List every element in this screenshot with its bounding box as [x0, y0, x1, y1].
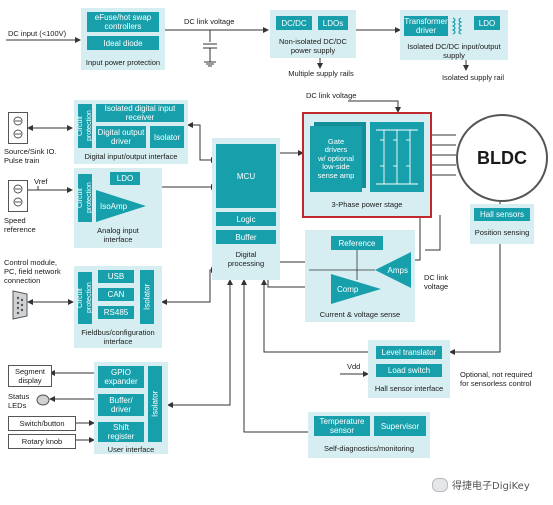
speed-reference-label: Speed reference [4, 216, 36, 234]
supervisor-block: Supervisor [374, 416, 426, 436]
non-isolated-supply-title: Non-isolated DC/DC power supply [279, 37, 347, 55]
buffer-block: Buffer [216, 230, 276, 244]
source-sink-label: Source/Sink IO. Pulse train [4, 147, 57, 165]
multiple-supply-rails-label: Multiple supply rails [288, 69, 354, 78]
chat-bubble-icon [432, 477, 448, 492]
shift-register-block: Shift register [98, 422, 144, 442]
db9-connector-icon [12, 290, 28, 320]
power-stage-title: 3-Phase power stage [331, 200, 403, 209]
diag-title: Self-diagnostics/monitoring [323, 444, 415, 453]
isolated-supply-title: Isolated DC/DC input/output supply [407, 42, 501, 60]
ui-isolator-block: Isolator [148, 366, 162, 442]
user-interface-panel: GPIO expander Buffer/ driver Shift regis… [94, 362, 168, 454]
dp-title: Digital processing [227, 250, 265, 268]
segment-display-box: Segment display [8, 365, 52, 387]
current-voltage-sense-panel: Reference Amps Comp Current & voltage se… [305, 230, 415, 322]
isoamp-block: IsoAmp [96, 190, 146, 222]
led-icon [36, 394, 50, 406]
transformer-icon [451, 17, 463, 35]
digital-output-driver-block: Digital output driver [96, 126, 146, 148]
bldc-motor: BLDC [456, 114, 548, 202]
logic-block: Logic [216, 212, 276, 226]
status-leds-label: Status LEDs [8, 392, 30, 410]
digital-io-panel: Circuit protection Isolated digital inpu… [74, 100, 188, 164]
gate-drivers-block: Gate drivers w/ optional low-side sense … [310, 126, 362, 192]
switch-matrix-block [370, 122, 424, 192]
dc-link-voltage-top-label: DC link voltage [184, 17, 235, 26]
position-sensing-panel: Hall sensors Position sensing [470, 204, 534, 244]
transformer-driver-block: Transformer driver [404, 16, 448, 36]
buffer-driver-block: Buffer/ driver [98, 394, 144, 416]
vref-label: Vref [34, 177, 48, 186]
optional-note: Optional, not required for sensorless co… [460, 370, 533, 388]
fieldbus-title: Fieldbus/configuration interface [81, 328, 155, 346]
analog-title: Analog input interface [97, 226, 139, 244]
efuse-block: eFuse/hot swap controllers [87, 12, 159, 32]
cvs-title: Current & voltage sense [319, 310, 401, 319]
rs485-block: RS485 [98, 306, 134, 319]
dio-title: Digital input/output interface [84, 152, 178, 161]
load-switch-block: Load switch [376, 364, 442, 377]
hsi-title: Hall sensor interface [374, 384, 444, 393]
switch-button-box: Switch/button [8, 416, 76, 431]
mosfet-bridge-icon [376, 129, 418, 185]
reference-block: Reference [331, 236, 383, 250]
hall-sensor-interface-panel: Level translator Load switch Hall sensor… [368, 340, 450, 398]
input-power-protection-panel: eFuse/hot swap controllers Ideal diode I… [81, 8, 165, 70]
watermark-text: 得捷电子DigiKey [452, 481, 530, 492]
temperature-sensor-block: Temperature sensor [314, 416, 370, 436]
bldc-label: BLDC [477, 147, 527, 168]
ui-title: User interface [107, 445, 155, 454]
fieldbus-panel: Circuit protection USB CAN RS485 Isolato… [74, 266, 162, 348]
isolated-ldo-block: LDO [474, 16, 500, 30]
non-isolated-supply-panel: DC/DC LDOs Non-isolated DC/DC power supp… [270, 10, 356, 58]
power-stage-highlight: Gate drivers w/ optional low-side sense … [302, 112, 432, 218]
isolated-input-receiver-block: Isolated digital input receiver [96, 104, 184, 122]
digital-processing-panel: MCU Logic Buffer Digital processing [212, 138, 280, 280]
input-power-protection-title: Input power protection [85, 58, 161, 67]
control-module-label: Control module, PC, field network connec… [4, 258, 61, 285]
analog-ldo-block: LDO [110, 172, 140, 185]
position-sensing-title: Position sensing [474, 228, 530, 237]
dcdc-block: DC/DC [276, 16, 312, 30]
self-diagnostics-panel: Temperature sensor Supervisor Self-diagn… [308, 412, 430, 458]
can-block: CAN [98, 288, 134, 301]
analog-circuit-protection-block: Circuit protection [77, 174, 93, 222]
fieldbus-isolator-block: Isolator [140, 270, 154, 324]
mcu-block: MCU [216, 144, 276, 208]
level-translator-block: Level translator [376, 346, 442, 359]
watermark: 得捷电子DigiKey [432, 477, 530, 492]
rotary-knob-box: Rotary knob [8, 434, 76, 449]
dio-isolator-block: Isolator [150, 126, 184, 148]
dc-link-voltage-stage-label: DC link voltage [306, 91, 357, 100]
gpio-expander-block: GPIO expander [98, 366, 144, 388]
dc-link-voltage-sense-label: DC link voltage [424, 273, 449, 291]
dio-circuit-protection-block: Circuit protection [77, 104, 93, 148]
hall-sensors-block: Hall sensors [474, 208, 530, 221]
terminal-block-icon [8, 112, 28, 144]
dc-input-label: DC input (<100V) [8, 29, 67, 38]
usb-block: USB [98, 270, 134, 283]
sense-wires [309, 250, 375, 280]
vdd-label: Vdd [347, 362, 361, 371]
isolated-supply-panel: Transformer driver LDO Isolated DC/DC in… [400, 10, 508, 60]
fieldbus-circuit-protection-block: Circuit protection [77, 272, 93, 324]
isolated-supply-rail-label: Isolated supply rail [441, 73, 505, 82]
analog-input-panel: Circuit protection LDO IsoAmp Analog inp… [74, 168, 162, 248]
ldos-block: LDOs [318, 16, 348, 30]
potentiometer-terminal-icon [8, 180, 28, 212]
ideal-diode-block: Ideal diode [87, 36, 159, 50]
